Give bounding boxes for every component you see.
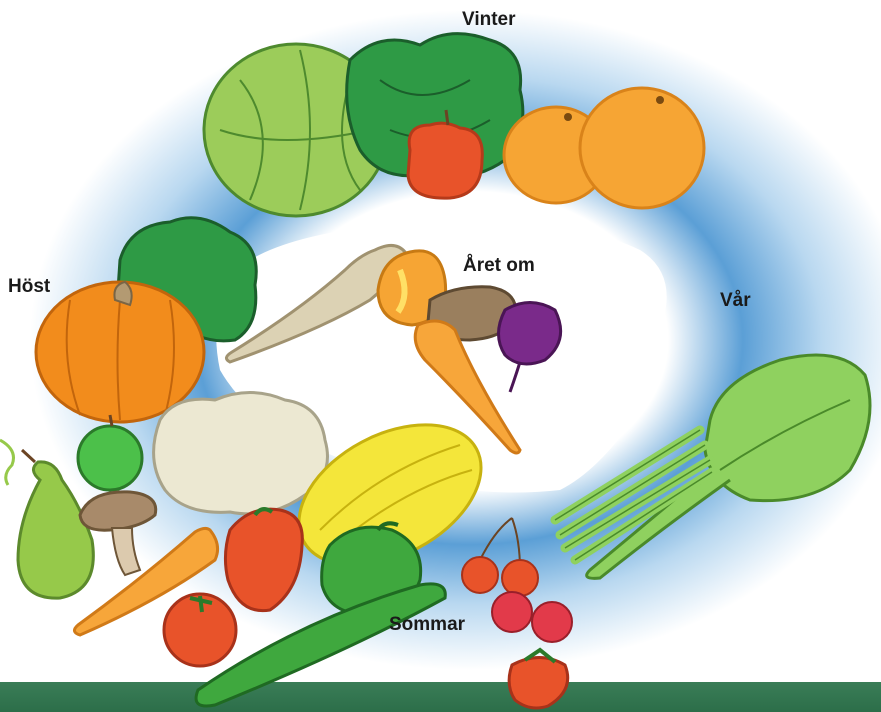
ground-band xyxy=(0,682,881,712)
vine-curl-illustration xyxy=(0,440,14,485)
season-label-summer: Sommar xyxy=(389,614,465,636)
season-label-year-round: Året om xyxy=(463,255,535,277)
pumpkin-illustration xyxy=(36,282,204,422)
tomato-illustration xyxy=(164,594,236,666)
season-label-winter: Vinter xyxy=(462,9,516,31)
season-label-spring: Vår xyxy=(720,290,751,312)
cauliflower-illustration xyxy=(154,393,328,514)
season-label-autumn: Höst xyxy=(8,276,50,298)
